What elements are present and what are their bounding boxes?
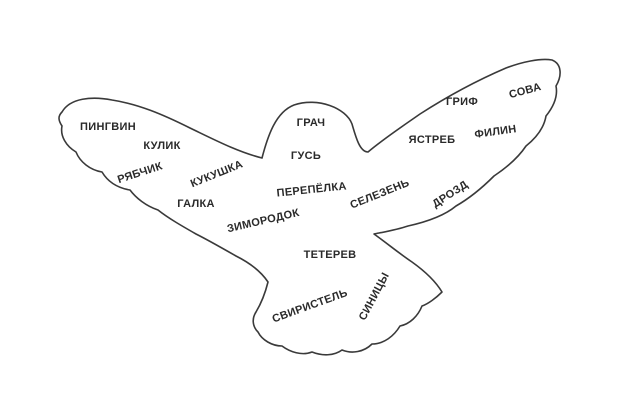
bird-word-7: ГУСЬ	[291, 150, 321, 162]
bird-word-12: ГРИФ	[446, 96, 478, 108]
dove-outline	[58, 58, 561, 356]
bird-word-11: ЯСТРЕБ	[409, 134, 456, 146]
bird-word-2: КУЛИК	[143, 140, 180, 152]
bird-word-6: ГРАЧ	[297, 117, 326, 129]
bird-word-1: ПИНГВИН	[80, 121, 136, 133]
bird-word-16: ТЕТЕРЕВ	[304, 249, 357, 261]
bird-word-5: ГАЛКА	[177, 198, 215, 210]
bird-word-14: ФИЛИН	[474, 123, 518, 141]
